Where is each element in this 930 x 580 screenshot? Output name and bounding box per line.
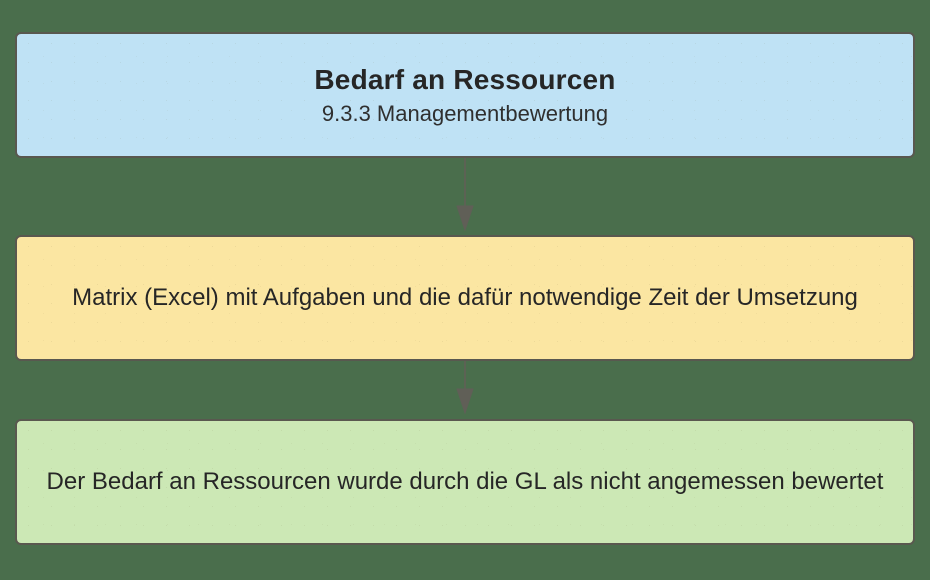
node-body-text: Matrix (Excel) mit Aufgaben und die dafü… — [72, 284, 858, 312]
node-bewertung-ergebnis[interactable]: Der Bedarf an Ressourcen wurde durch die… — [15, 419, 915, 545]
connector-header-to-process — [456, 158, 474, 232]
node-matrix-excel[interactable]: Matrix (Excel) mit Aufgaben und die dafü… — [15, 235, 915, 361]
connector-process-to-result — [456, 361, 474, 415]
node-body-text: Der Bedarf an Ressourcen wurde durch die… — [46, 468, 884, 496]
node-title: Bedarf an Ressourcen — [314, 63, 616, 95]
node-subtitle: 9.3.3 Managementbewertung — [321, 100, 609, 126]
node-bedarf-an-ressourcen[interactable]: Bedarf an Ressourcen 9.3.3 Managementbew… — [15, 32, 915, 158]
